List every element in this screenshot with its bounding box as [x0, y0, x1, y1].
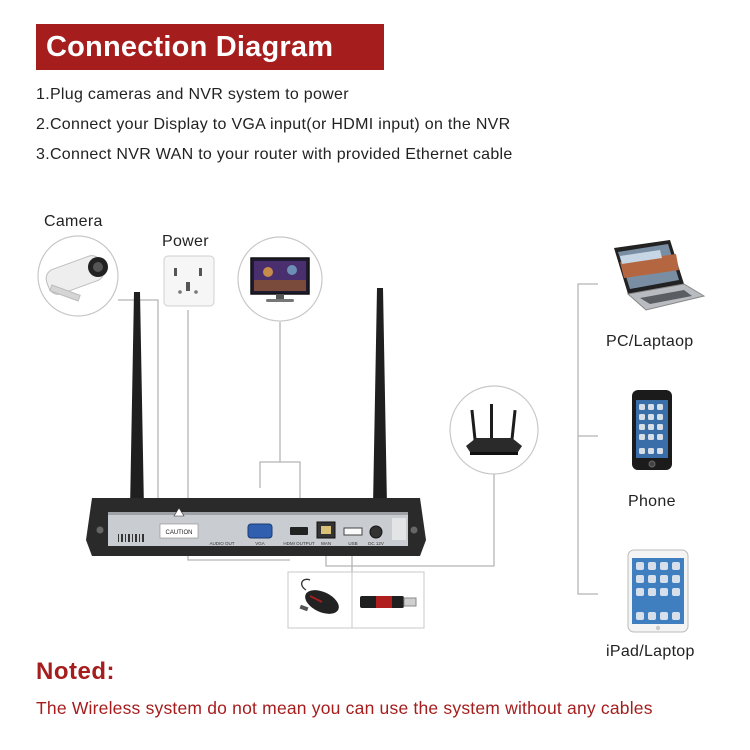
phone-label: Phone: [628, 493, 676, 510]
camera-icon: [37, 235, 119, 317]
antenna-icon: [130, 292, 144, 528]
power-socket-icon: [163, 255, 215, 307]
barcode: [118, 534, 144, 542]
laptop-icon: [614, 240, 706, 311]
camera-line: [118, 299, 159, 520]
mouse-icon: [287, 571, 353, 629]
port-label: USB: [348, 541, 357, 546]
port-label: WAN: [321, 541, 331, 546]
instruction-list: 1.Plug cameras and NVR system to power 2…: [36, 84, 513, 174]
vga-port: [247, 523, 273, 539]
usb-drive-icon: [351, 571, 425, 629]
page-title: Connection Diagram: [36, 24, 384, 70]
instruction-step: 3.Connect NVR WAN to your router with pr…: [36, 146, 513, 163]
port-label: DC 12V: [368, 541, 384, 546]
instruction-step: 2.Connect your Display to VGA input(or H…: [36, 116, 511, 133]
port-label: VGA: [255, 541, 265, 546]
ipad-laptop-label: iPad/Laptop: [606, 643, 695, 660]
instruction-step: 1.Plug cameras and NVR system to power: [36, 86, 349, 103]
antenna-icon: [373, 288, 387, 524]
port-label: HDMI OUTPUT: [283, 541, 314, 546]
connection-lines: [118, 283, 598, 595]
dc-port: [369, 525, 383, 539]
port-label: AUDIO OUT: [209, 541, 234, 546]
router-icon: [449, 385, 539, 475]
caution-label: CAUTION: [166, 530, 193, 536]
tablet-icon: [627, 549, 689, 633]
pc-laptop-label: PC/Laptaop: [606, 333, 694, 350]
note-text: The Wireless system do not mean you can …: [36, 698, 653, 718]
camera-label: Camera: [44, 213, 103, 230]
monitor-icon: [237, 236, 323, 322]
note-heading: Noted:: [36, 658, 115, 685]
power-line: [187, 310, 290, 561]
power-label: Power: [162, 233, 209, 250]
phone-icon: [632, 390, 672, 470]
nvr-device: CAUTION AUDIO OUT VGA HDMI OUTPUT WAN US…: [86, 498, 426, 556]
hdmi-port: [290, 527, 308, 535]
device-bracket: [577, 283, 598, 595]
usb-port: [343, 527, 363, 536]
